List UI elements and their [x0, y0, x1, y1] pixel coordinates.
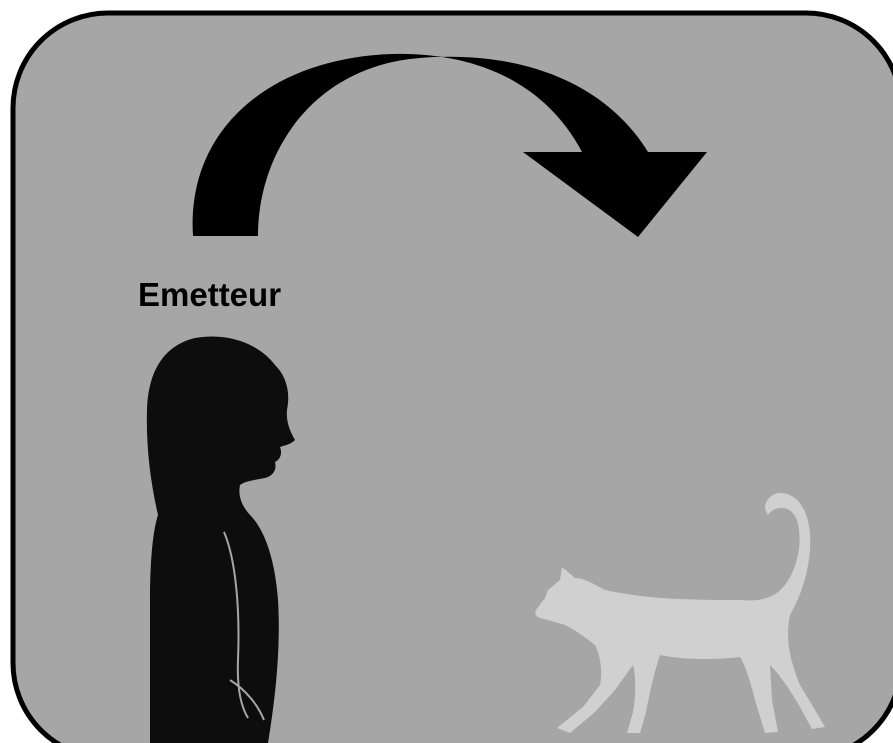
cat-silhouette-icon [535, 492, 825, 733]
sender-label: Emetteur [138, 276, 282, 313]
curved-arrow-icon [192, 53, 708, 237]
woman-silhouette-icon [146, 336, 295, 743]
